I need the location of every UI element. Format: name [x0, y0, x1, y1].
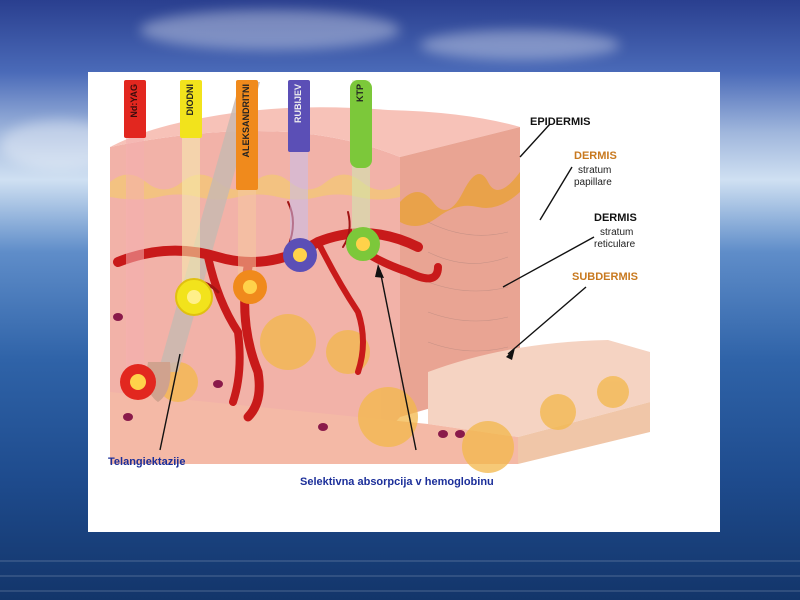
laser-head-ktp [350, 80, 372, 168]
cloud [420, 30, 620, 60]
skin-cross-section [110, 80, 650, 473]
laser-head-rubijev [288, 80, 310, 152]
laser-head-diodni [180, 80, 202, 138]
label-dermis-papillary-line1: stratum [578, 165, 612, 176]
laser-head-aleksandritni [236, 80, 258, 190]
water-ripple [0, 560, 800, 562]
laser-label-diodni: DIODNI [185, 84, 195, 116]
water-ripple [0, 590, 800, 592]
burst-rubijev [283, 238, 317, 272]
laser-beam-ndyag [126, 80, 144, 380]
skin-diagram-panel: Nd:YAG DIODNI ALEKSANDRITNI RUBIJEV KTP … [88, 72, 720, 532]
red-cells [113, 313, 465, 438]
label-dermis-reticular: DERMIS [594, 212, 637, 224]
subdermis-slab [428, 340, 650, 437]
laser-label-ndyag: Nd:YAG [129, 84, 139, 118]
arrow-head-hemoglobin [375, 264, 384, 278]
epidermis-top [110, 107, 520, 157]
label-subdermis: SUBDERMIS [572, 271, 639, 283]
laser-label-aleksandritni: ALEKSANDRITNI [241, 84, 251, 158]
burst-diodni [175, 278, 213, 316]
label-selective-absorption: Selektivna absorpcija v hemoglobinu [300, 476, 494, 488]
pointer-lines [159, 123, 595, 451]
label-epidermis: EPIDERMIS [530, 116, 591, 128]
laser-label-ktp: KTP [355, 84, 365, 102]
subdermis-front [110, 392, 518, 464]
label-telangiectasia: Telangiektazije [108, 456, 186, 468]
cloud [140, 10, 400, 50]
arrow-head-subdermis [506, 348, 515, 360]
burst-ndyag [120, 364, 156, 400]
water-ripple [0, 575, 800, 577]
label-dermis-papillary-line2: papillare [574, 177, 612, 188]
dermis-fibers [427, 221, 509, 352]
fat-lobules [158, 314, 629, 473]
laser-head-ndyag [124, 80, 146, 138]
label-dermis-papillary: DERMIS [574, 150, 617, 162]
burst-ktp [346, 227, 380, 261]
laser-label-rubijev: RUBIJEV [293, 84, 303, 124]
label-dermis-reticular-line2: reticulare [594, 239, 636, 250]
papillary-side [400, 172, 520, 226]
subdermis-right [518, 402, 650, 464]
label-dermis-reticular-line1: stratum [600, 227, 634, 238]
burst-aleksandritni [233, 270, 267, 304]
